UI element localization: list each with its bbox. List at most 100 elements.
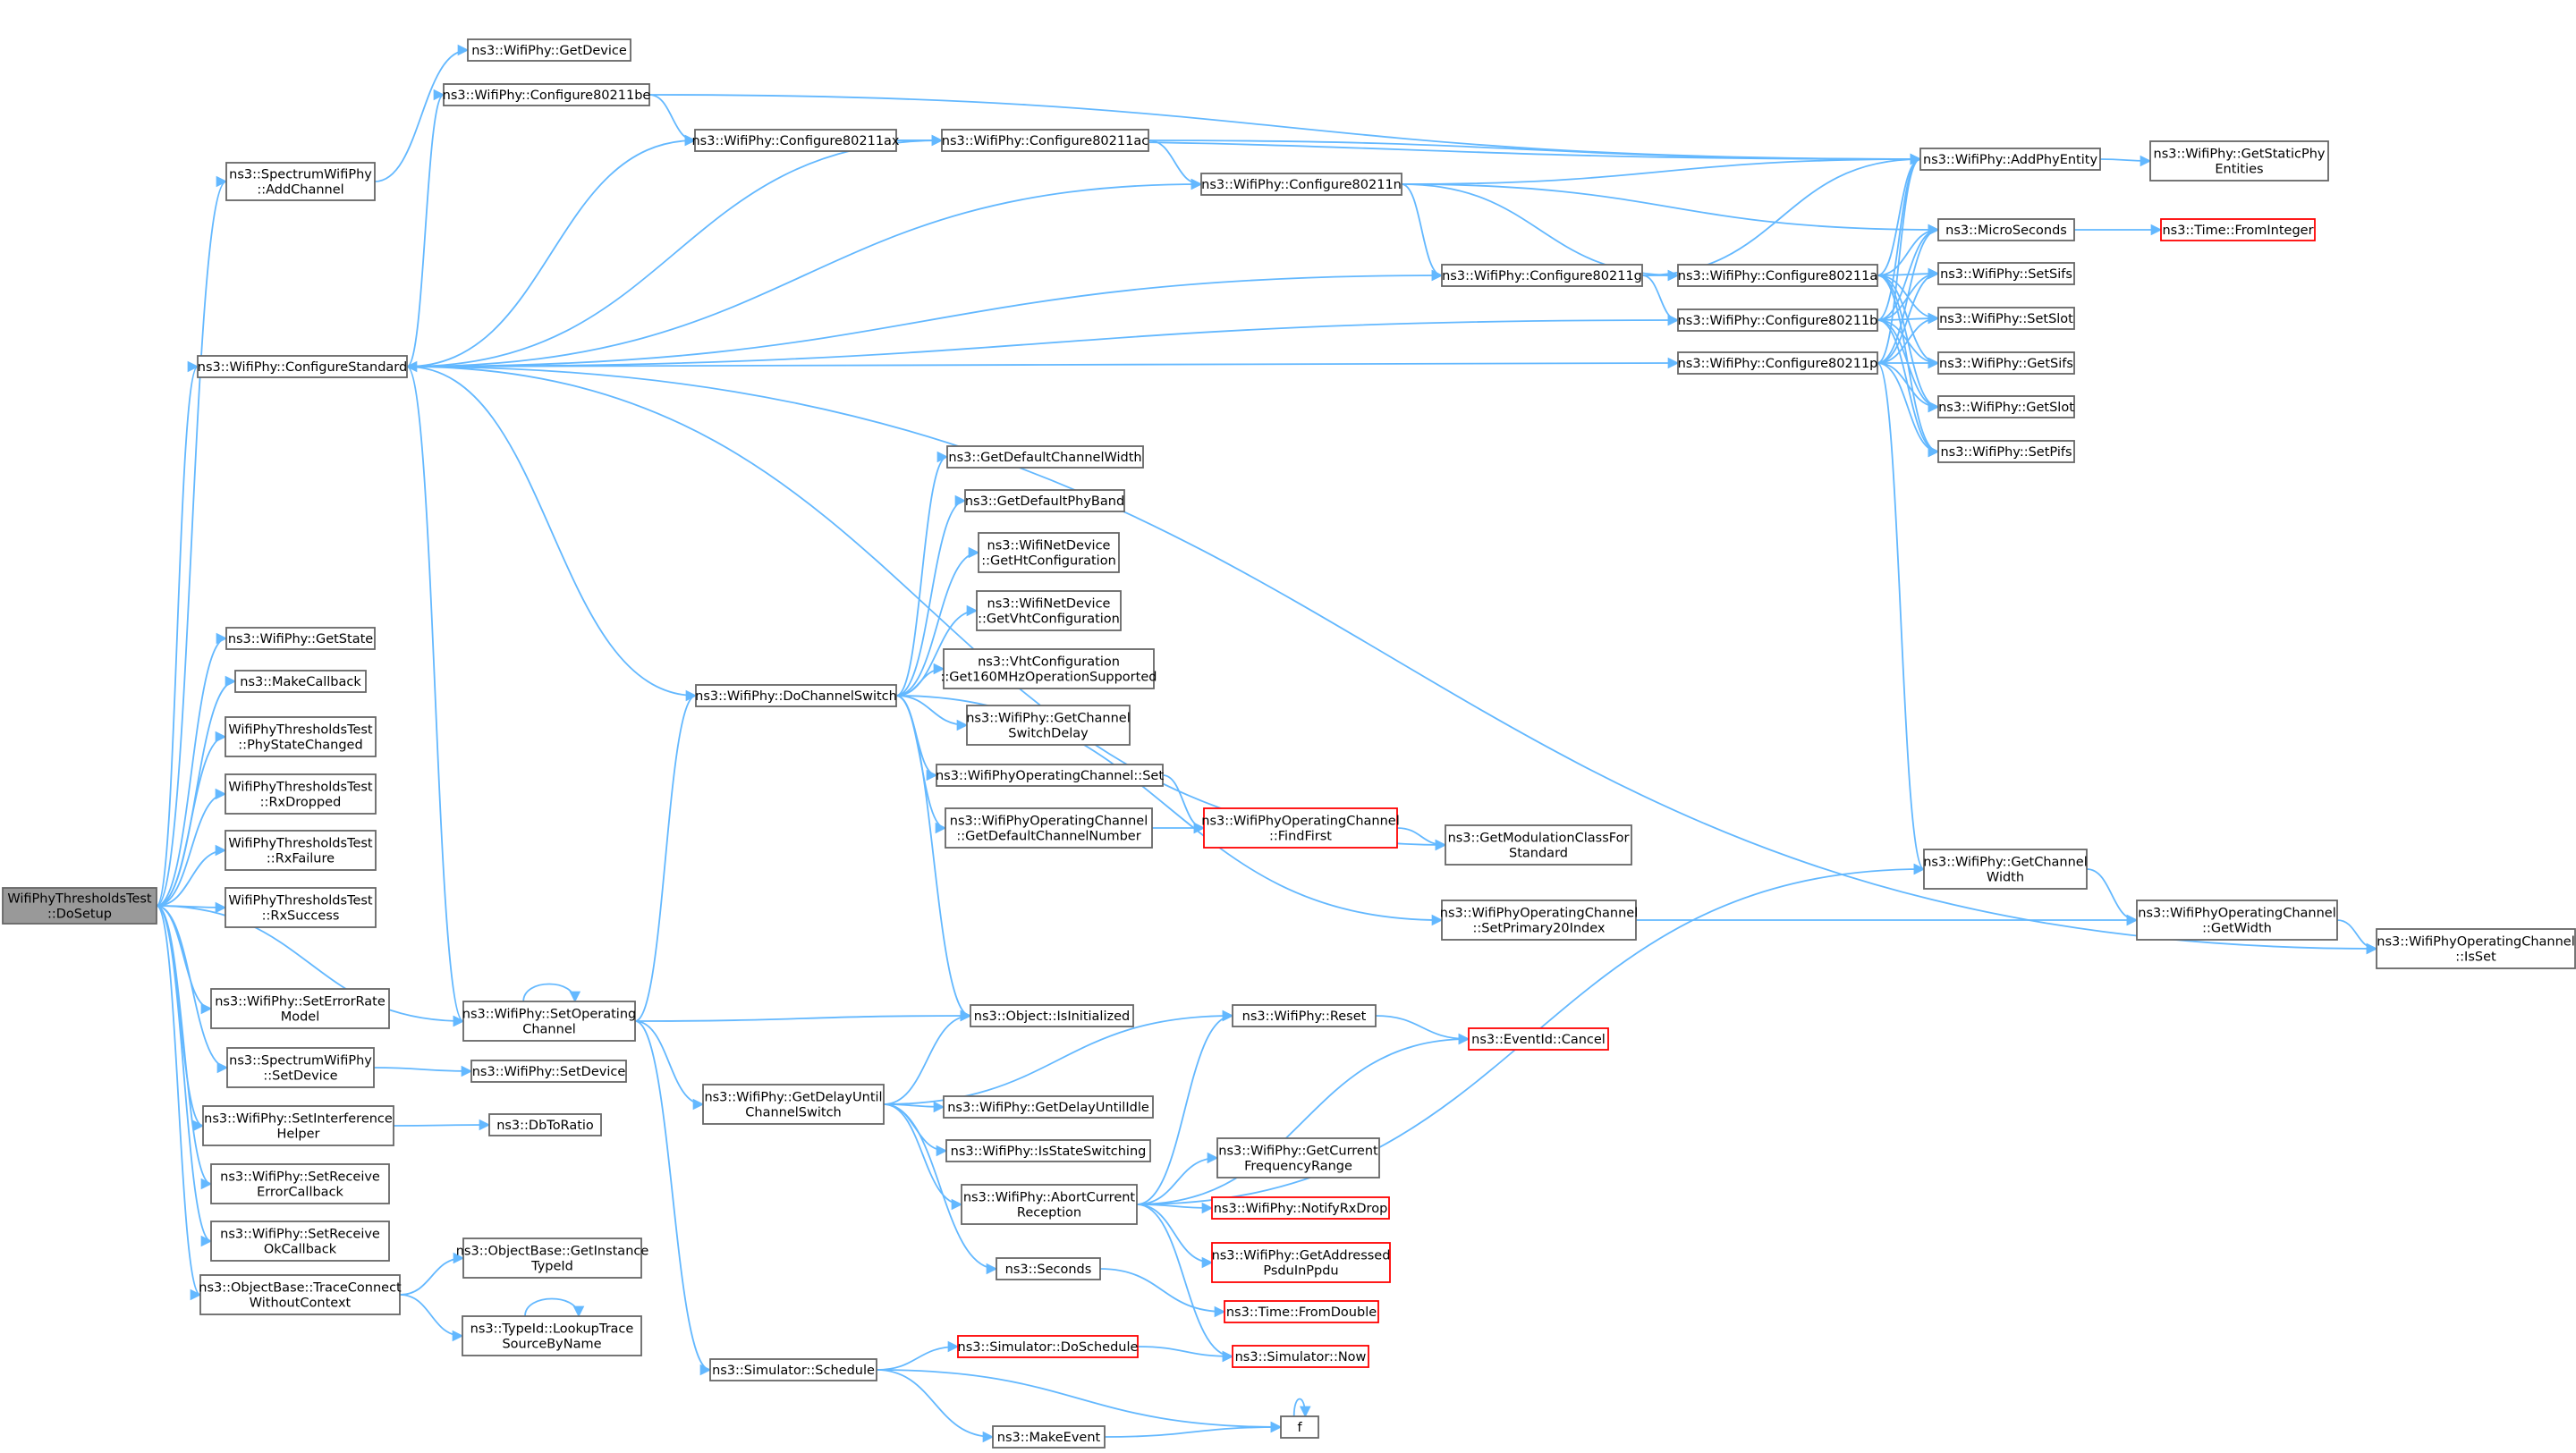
node-setsifs[interactable]: ns3::WifiPhy::SetSifs bbox=[1937, 262, 2075, 285]
node-cancel[interactable]: ns3::EventId::Cancel bbox=[1468, 1027, 1609, 1051]
node-reset[interactable]: ns3::WifiPhy::Reset bbox=[1232, 1004, 1377, 1027]
node-root[interactable]: WifiPhyThresholdsTest::DoSetup bbox=[2, 887, 157, 925]
edge-c11g-to-c11b bbox=[1641, 275, 1680, 326]
node-label: ns3::WifiPhy::SetInterference bbox=[204, 1112, 393, 1127]
node-docs[interactable]: ns3::WifiPhy::DoChannelSwitch bbox=[695, 684, 897, 707]
node-rxf[interactable]: WifiPhyThresholdsTest::RxFailure bbox=[225, 830, 377, 871]
node-setslot[interactable]: ns3::WifiPhy::SetSlot bbox=[1937, 307, 2075, 330]
node-notifyrxd[interactable]: ns3::WifiPhy::NotifyRxDrop bbox=[1211, 1196, 1390, 1220]
node-seconds[interactable]: ns3::Seconds bbox=[996, 1257, 1101, 1280]
edge-findfirst-to-getmod bbox=[1396, 827, 1447, 851]
node-dbtoratio[interactable]: ns3::DbToRatio bbox=[488, 1113, 602, 1136]
node-findfirst[interactable]: ns3::WifiPhyOperatingChannel::FindFirst bbox=[1201, 807, 1400, 849]
node-fromdouble[interactable]: ns3::Time::FromDouble bbox=[1224, 1300, 1379, 1323]
node-box bbox=[1677, 264, 1878, 287]
node-label: ns3::WifiPhyOperatingChannel bbox=[2138, 907, 2335, 921]
node-makecb[interactable]: ns3::MakeCallback bbox=[234, 670, 367, 693]
node-getdev[interactable]: ns3::WifiPhy::GetDevice bbox=[467, 38, 631, 62]
node-frominteger[interactable]: ns3::Time::FromInteger bbox=[2160, 218, 2316, 241]
node-c11be[interactable]: ns3::WifiPhy::Configure80211be bbox=[443, 83, 651, 106]
edge-c11p-to-addphy bbox=[1877, 153, 1922, 364]
node-now[interactable]: ns3::Simulator::Now bbox=[1232, 1345, 1369, 1368]
node-label: ::DoSetup bbox=[47, 908, 112, 922]
node-label: ::RxFailure bbox=[267, 852, 335, 866]
node-tcwc[interactable]: ns3::ObjectBase::TraceConnectWithoutCont… bbox=[199, 1274, 402, 1315]
node-box bbox=[957, 1335, 1139, 1358]
node-label: ns3::WifiPhy::AddPhyEntity bbox=[1923, 153, 2097, 167]
node-getstate[interactable]: ns3::WifiPhy::GetState bbox=[225, 627, 376, 650]
node-label: ns3::VhtConfiguration bbox=[978, 655, 1120, 670]
node-c11b[interactable]: ns3::WifiPhy::Configure80211b bbox=[1677, 308, 1878, 332]
node-label: ns3::WifiPhy::SetPifs bbox=[1940, 445, 2072, 460]
node-getwidth[interactable]: ns3::WifiPhyOperatingChannel::GetWidth bbox=[2136, 900, 2338, 941]
node-defcw[interactable]: ns3::GetDefaultChannelWidth bbox=[946, 445, 1144, 469]
node-addch[interactable]: ns3::SpectrumWifiPhy::AddChannel bbox=[225, 162, 376, 201]
node-getslot[interactable]: ns3::WifiPhy::GetSlot bbox=[1937, 395, 2075, 418]
node-c11g[interactable]: ns3::WifiPhy::Configure80211g bbox=[1441, 264, 1643, 287]
node-vht160[interactable]: ns3::VhtConfiguration::Get160MHzOperatio… bbox=[941, 648, 1157, 689]
node-getsifs[interactable]: ns3::WifiPhy::GetSifs bbox=[1937, 351, 2075, 375]
node-c11a[interactable]: ns3::WifiPhy::Configure80211a bbox=[1677, 264, 1878, 287]
node-setp20[interactable]: ns3::WifiPhyOperatingChannel::SetPrimary… bbox=[1440, 900, 1638, 941]
node-schedule[interactable]: ns3::Simulator::Schedule bbox=[709, 1358, 877, 1381]
node-wocset[interactable]: ns3::WifiPhyOperatingChannel::Set bbox=[936, 764, 1164, 787]
node-label: ns3::EventId::Cancel bbox=[1471, 1033, 1606, 1047]
node-c11p[interactable]: ns3::WifiPhy::Configure80211p bbox=[1677, 351, 1878, 375]
node-addphy[interactable]: ns3::WifiPhy::AddPhyEntity bbox=[1919, 148, 2101, 171]
node-isset[interactable]: ns3::WifiPhyOperatingChannel::IsSet bbox=[2376, 928, 2576, 969]
node-doschedule[interactable]: ns3::Simulator::DoSchedule bbox=[957, 1335, 1139, 1358]
node-sswsetdev[interactable]: ns3::SpectrumWifiPhy::SetDevice bbox=[226, 1047, 375, 1088]
node-defpb[interactable]: ns3::GetDefaultPhyBand bbox=[964, 489, 1125, 512]
node-box bbox=[1232, 1345, 1369, 1368]
node-wpsetdev[interactable]: ns3::WifiPhy::SetDevice bbox=[470, 1060, 627, 1083]
node-label: ns3::TypeId::LookupTrace bbox=[470, 1322, 634, 1337]
edge-docs-to-getcsd bbox=[895, 695, 969, 731]
node-psc[interactable]: WifiPhyThresholdsTest::PhyStateChanged bbox=[225, 716, 377, 757]
node-label: ns3::WifiNetDevice bbox=[987, 597, 1111, 612]
edge-c11p-to-setpifs bbox=[1877, 362, 1940, 458]
node-label: Standard bbox=[1509, 847, 1568, 861]
node-c11n[interactable]: ns3::WifiPhy::Configure80211n bbox=[1200, 173, 1402, 196]
edge-addphy-to-getstatic bbox=[2099, 155, 2152, 167]
node-box bbox=[946, 445, 1144, 469]
node-isss[interactable]: ns3::WifiPhy::IsStateSwitching bbox=[945, 1139, 1151, 1162]
node-gdui[interactable]: ns3::WifiPhy::GetDelayUntilIdle bbox=[943, 1095, 1154, 1119]
node-label: ns3::WifiPhy::Configure80211be bbox=[443, 89, 651, 103]
edge-gdcs-to-gdui bbox=[883, 1101, 945, 1113]
node-confstd[interactable]: ns3::WifiPhy::ConfigureStandard bbox=[197, 355, 408, 378]
edge-reset-to-cancel bbox=[1375, 1015, 1470, 1045]
node-rxd[interactable]: WifiPhyThresholdsTest::RxDropped bbox=[225, 773, 377, 815]
node-c11ac[interactable]: ns3::WifiPhy::Configure80211ac bbox=[941, 129, 1149, 152]
node-isinit[interactable]: ns3::Object::IsInitialized bbox=[970, 1004, 1134, 1027]
node-makeevent[interactable]: ns3::MakeEvent bbox=[992, 1425, 1106, 1449]
node-label: ns3::WifiPhy::GetCurrent bbox=[1218, 1145, 1378, 1159]
edge-root-to-setoc bbox=[156, 905, 465, 1027]
node-gvhtc[interactable]: ns3::WifiNetDevice::GetVhtConfiguration bbox=[976, 590, 1122, 631]
node-c11ax[interactable]: ns3::WifiPhy::Configure80211ax bbox=[691, 129, 900, 152]
edge-tcwc-to-lookup bbox=[399, 1294, 464, 1342]
node-rxs[interactable]: WifiPhyThresholdsTest::RxSuccess bbox=[225, 887, 377, 928]
node-setpifs[interactable]: ns3::WifiPhy::SetPifs bbox=[1937, 440, 2075, 463]
node-label: ns3::WifiPhy::Configure80211ax bbox=[691, 134, 899, 148]
node-micro[interactable]: ns3::MicroSeconds bbox=[1937, 218, 2075, 241]
edge-confstd-to-c11b bbox=[406, 314, 1680, 367]
node-box bbox=[1937, 440, 2075, 463]
node-ghtc[interactable]: ns3::WifiNetDevice::GetHtConfiguration bbox=[978, 532, 1120, 573]
node-wocdef[interactable]: ns3::WifiPhyOperatingChannel::GetDefault… bbox=[945, 807, 1153, 849]
node-f[interactable]: f bbox=[1280, 1415, 1319, 1439]
